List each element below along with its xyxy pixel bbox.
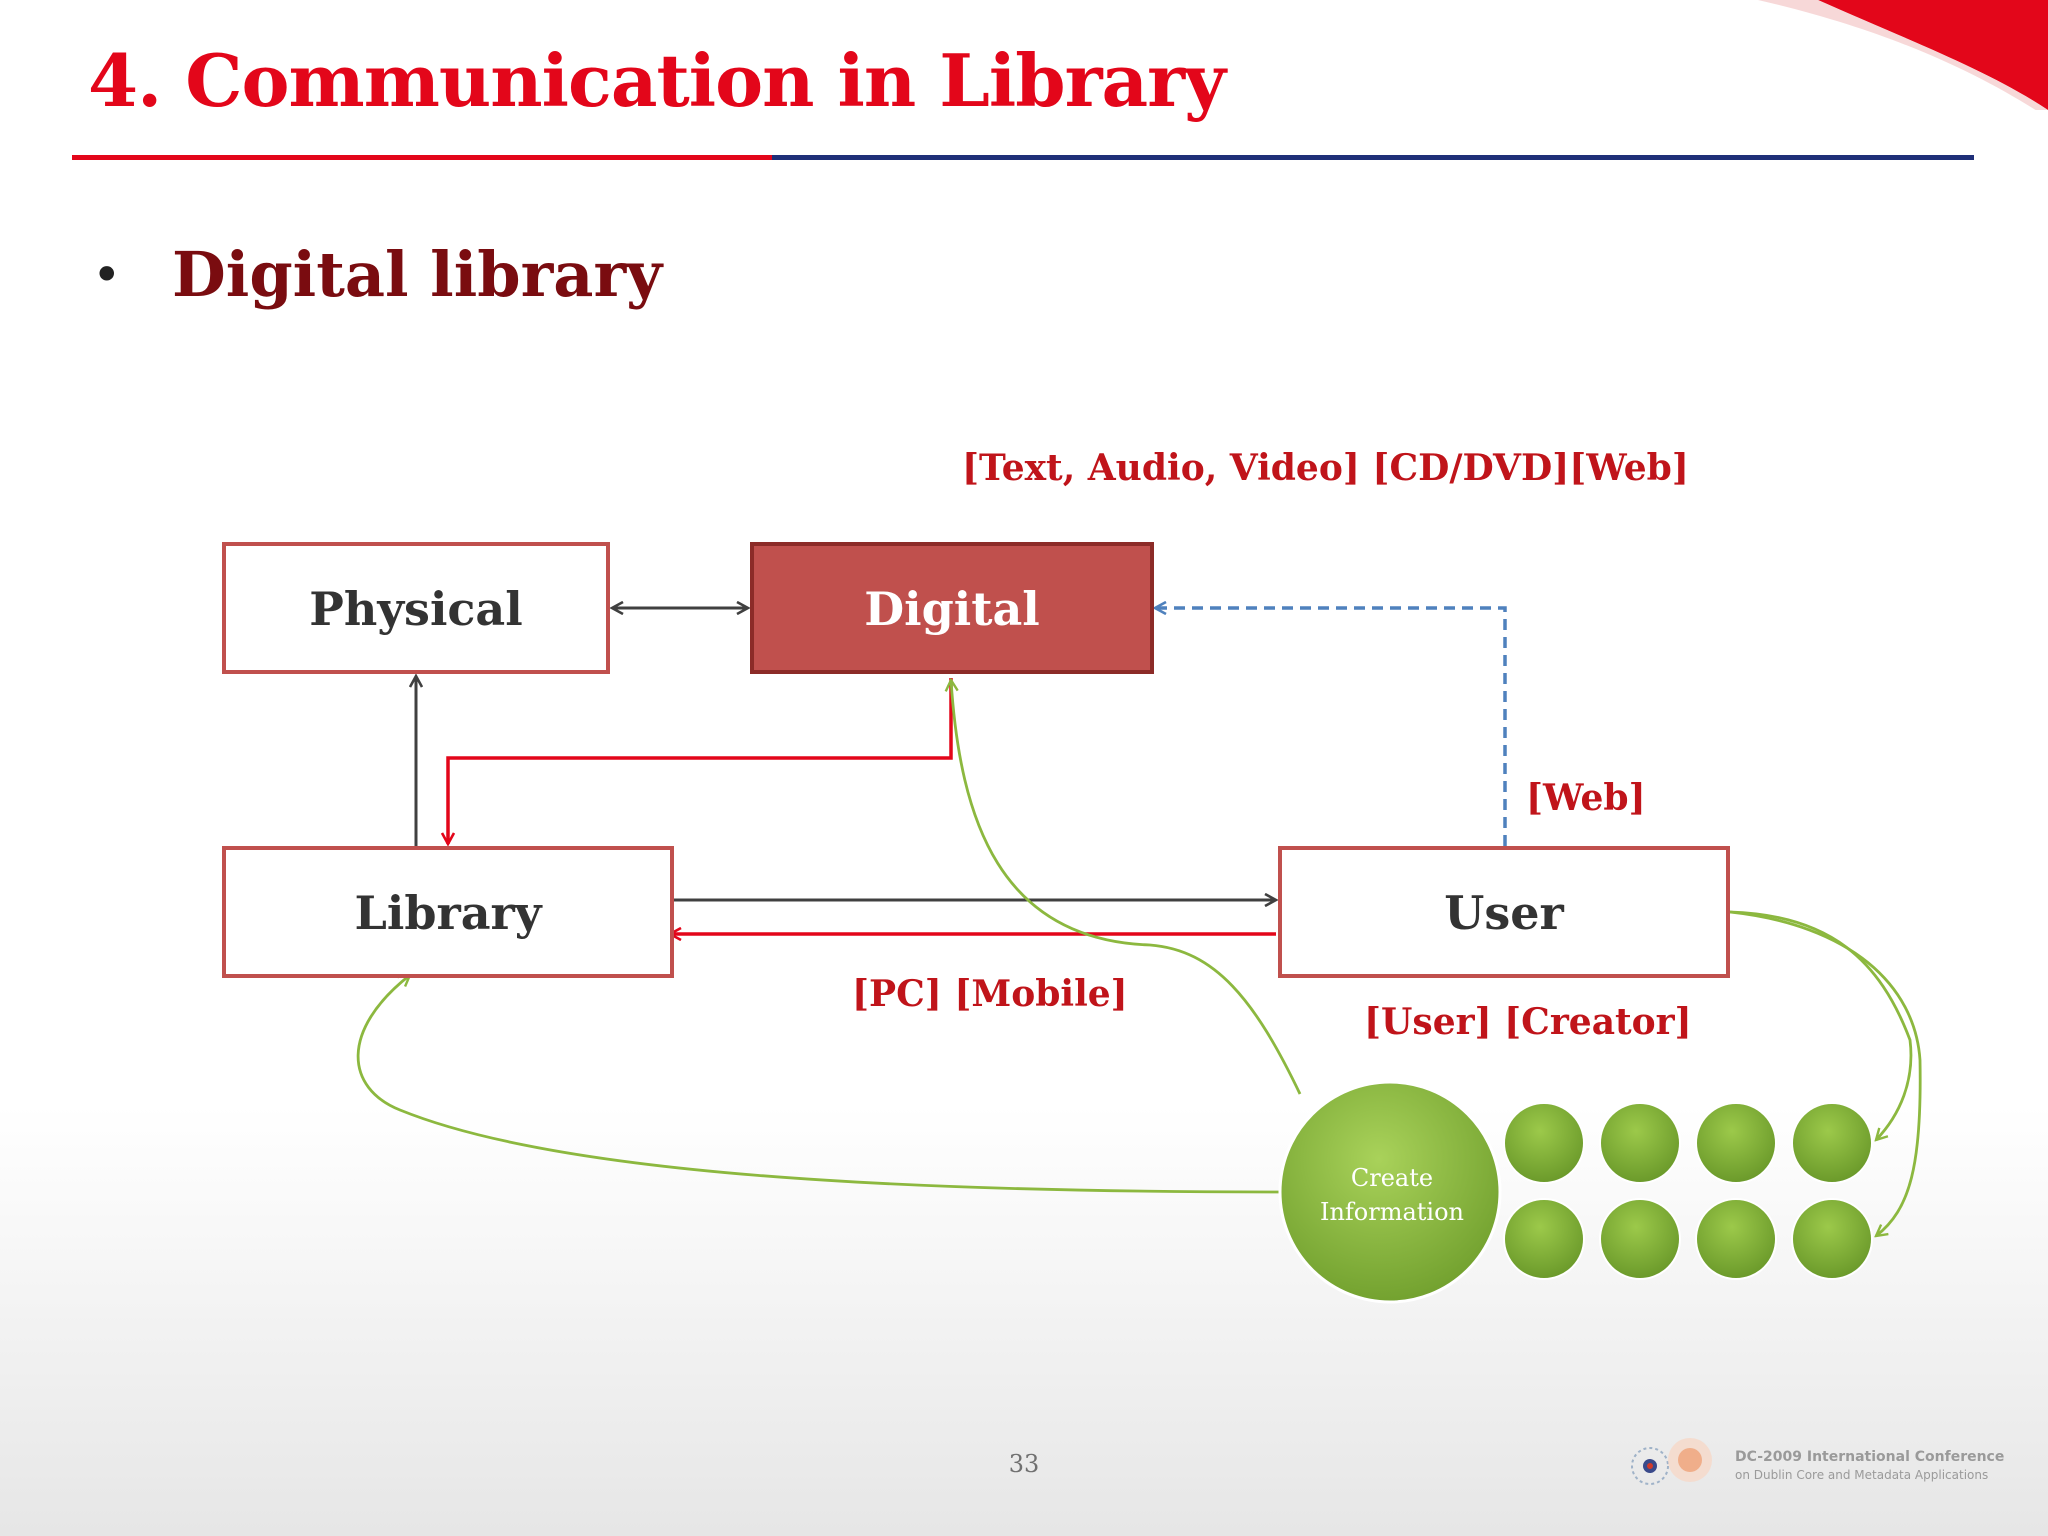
- user-to-digital-dashed-arrow: [1155, 608, 1507, 846]
- create-information-line1: Create: [1351, 1164, 1433, 1192]
- digital-node: [750, 542, 1154, 674]
- web-label: [Web]: [1526, 777, 1646, 819]
- information-circle: [1503, 1198, 1585, 1280]
- title-rule-blue: [772, 155, 1974, 160]
- information-circle: [1503, 1102, 1585, 1184]
- physical-node: [222, 542, 610, 674]
- library-node-label: Library: [355, 886, 543, 940]
- page-number: 33: [1008, 1450, 1040, 1478]
- user-to-circles-curve-1: [1729, 910, 1913, 1140]
- slide-title: 4. Communication in Library: [88, 38, 1226, 123]
- information-circle: [1791, 1198, 1873, 1280]
- create-information-circle: [1278, 1080, 1502, 1304]
- information-circle: [1695, 1198, 1777, 1280]
- conference-name-line2: on Dublin Core and Metadata Applications: [1735, 1468, 1989, 1482]
- physical-node-label: Physical: [309, 582, 522, 636]
- conference-name-line1: DC-2009 International Conference: [1735, 1449, 2005, 1465]
- information-circle: [1599, 1102, 1681, 1184]
- create-to-digital-curve: [951, 680, 1302, 1095]
- bullet-dot-icon: •: [92, 245, 122, 304]
- conference-logo-icon: [1631, 1438, 1712, 1485]
- digital-to-library-red-arrow: [448, 678, 953, 844]
- roles-label: [User] [Creator]: [1364, 1001, 1692, 1043]
- bullet-text: Digital library: [172, 238, 663, 311]
- user-node-label: User: [1444, 886, 1564, 940]
- information-circle: [1791, 1102, 1873, 1184]
- channels-label: [PC] [Mobile]: [852, 973, 1128, 1015]
- bullet-item: • Digital library: [92, 238, 662, 311]
- corner-swoosh-decoration: [1758, 0, 2048, 110]
- conference-name: DC-2009 International Conference on Dubl…: [1735, 1448, 2004, 1484]
- user-node: [1278, 846, 1730, 978]
- library-node: [222, 846, 674, 978]
- title-rule-red: [72, 155, 772, 160]
- information-circle: [1695, 1102, 1777, 1184]
- create-information-line2: Information: [1320, 1198, 1464, 1226]
- digital-node-label: Digital: [864, 582, 1040, 636]
- information-circle: [1599, 1198, 1681, 1280]
- media-types-label: [Text, Audio, Video] [CD/DVD][Web]: [962, 447, 1689, 489]
- user-to-circles-curve-2: [1729, 910, 1922, 1236]
- create-to-library-curve: [356, 975, 1283, 1194]
